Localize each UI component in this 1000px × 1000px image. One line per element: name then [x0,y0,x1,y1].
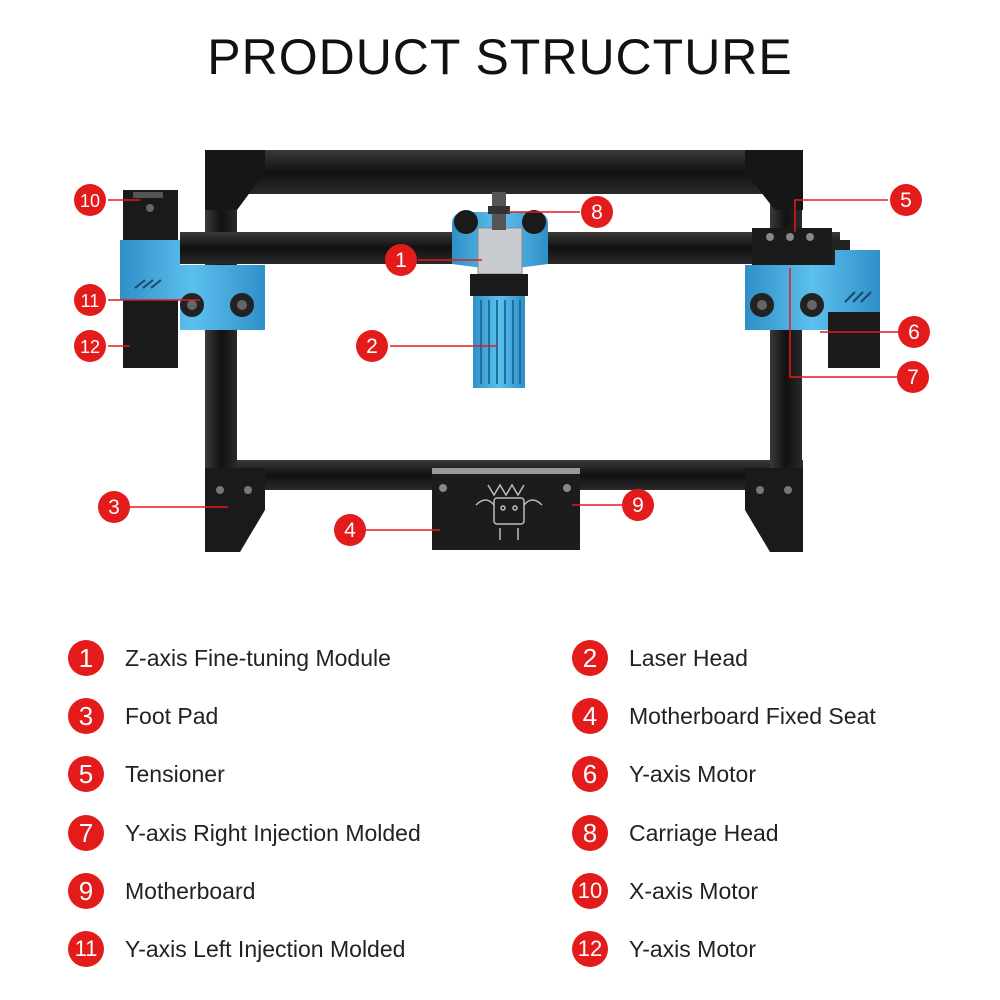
legend-item: 12 Y-axis Motor [572,929,756,969]
legend-number: 7 [68,815,104,851]
machine-diagram: 1 2 3 4 5 6 7 8 9 10 11 12 [74,150,930,552]
legend-number: 3 [68,698,104,734]
frame-corner-tr [745,150,803,210]
svg-text:4: 4 [344,519,356,542]
y-axis-left-injection-molded [120,240,265,330]
legend-label: Y-axis Left Injection Molded [125,935,406,962]
legend-label: Tensioner [125,760,225,787]
leader-lines [108,199,900,531]
legend-number: 12 [572,931,608,967]
foot-pad-right [745,468,803,552]
legend-label: Carriage Head [629,819,779,846]
legend-item: 7 Y-axis Right Injection Molded [68,813,421,853]
svg-text:7: 7 [907,366,919,389]
motherboard-top-edge [432,468,580,474]
motherboard-seat [432,472,580,550]
svg-text:2: 2 [366,335,378,358]
svg-text:12: 12 [80,337,100,357]
svg-text:5: 5 [900,189,912,212]
legend-item: 1 Z-axis Fine-tuning Module [68,638,391,678]
svg-text:3: 3 [108,496,120,519]
legend-label: Y-axis Motor [629,935,756,962]
callout-8: 8 [581,196,613,228]
x-axis-motor [123,190,178,240]
foot-pad-left [205,468,265,552]
legend-number: 5 [68,756,104,792]
laser-head-mount [470,274,528,296]
callout-1: 1 [385,244,417,276]
y-axis-motor-left [123,300,178,368]
page-title: PRODUCT STRUCTURE [207,29,793,85]
legend-number: 4 [572,698,608,734]
frame-top-rail [205,150,803,194]
legend-number: 2 [572,640,608,676]
legend-item: 11 Y-axis Left Injection Molded [68,929,405,969]
callout-12: 12 [74,330,106,362]
callout-6: 6 [898,316,930,348]
svg-text:8: 8 [591,201,603,224]
legend-item: 3 Foot Pad [68,696,218,736]
legend-label: Motherboard [125,877,256,904]
legend-number: 11 [68,931,104,967]
svg-text:11: 11 [81,291,100,311]
legend-item: 8 Carriage Head [572,813,779,853]
legend-label: Foot Pad [125,702,219,729]
legend-label: Laser Head [629,644,748,671]
legend-label: Z-axis Fine-tuning Module [125,644,391,671]
svg-text:1: 1 [395,249,407,272]
callout-9: 9 [622,489,654,521]
legend-item: 10 X-axis Motor [572,871,758,911]
legend-item: 9 Motherboard [68,871,255,911]
y-axis-right-injection-molded [745,250,880,330]
legend-number: 6 [572,756,608,792]
svg-text:10: 10 [80,191,100,211]
legend-number: 10 [572,873,608,909]
callout-7: 7 [897,361,929,393]
legend-label: Y-axis Motor [629,760,756,787]
legend-number: 1 [68,640,104,676]
legend-number: 9 [68,873,104,909]
motherboard-logo [475,483,543,540]
frame-corner-tl [205,150,265,210]
z-axis-module [477,227,523,275]
legend-label: Y-axis Right Injection Molded [125,819,421,846]
callout-2: 2 [356,330,388,362]
svg-text:6: 6 [908,321,920,344]
legend-item: 6 Y-axis Motor [572,754,756,794]
y-axis-motor-right [828,312,880,368]
parts-legend: 1 Z-axis Fine-tuning Module 2 Laser Head… [0,632,1000,992]
callout-5: 5 [890,184,922,216]
legend-label: Motherboard Fixed Seat [629,702,876,729]
legend-item: 4 Motherboard Fixed Seat [572,696,876,736]
svg-text:9: 9 [632,494,644,517]
legend-number: 8 [572,815,608,851]
callout-4: 4 [334,514,366,546]
callout-11: 11 [74,284,106,316]
callout-10: 10 [74,184,106,216]
legend-item: 2 Laser Head [572,638,748,678]
callout-3: 3 [98,491,130,523]
legend-item: 5 Tensioner [68,754,225,794]
legend-label: X-axis Motor [629,877,759,904]
